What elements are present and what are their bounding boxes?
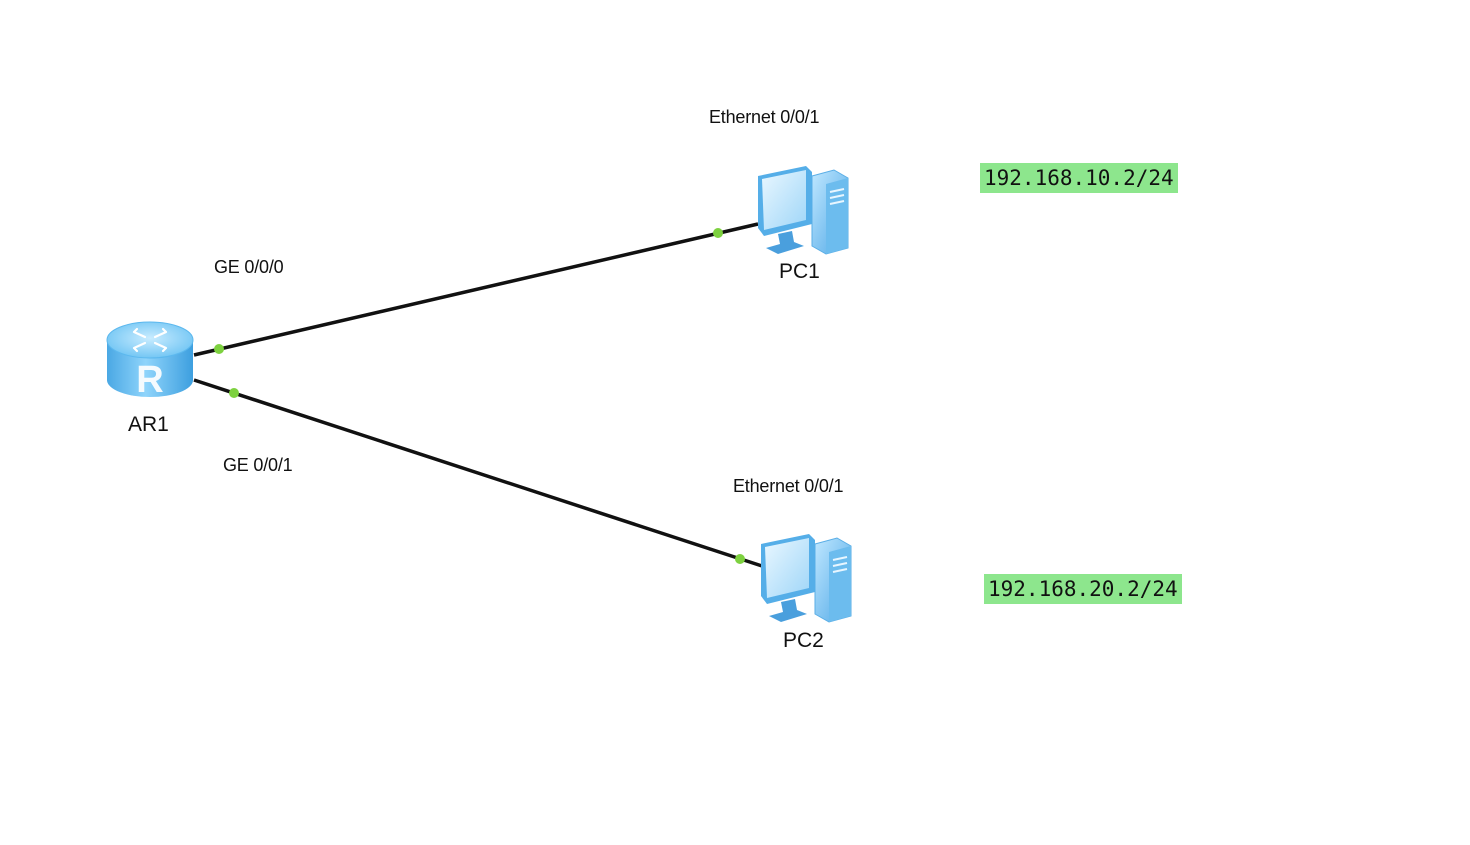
router-icon: R: [106, 321, 194, 401]
pc-icon: [758, 166, 849, 255]
port-label-ar1-ge000: GE 0/0/0: [214, 257, 284, 277]
device-label-pc2: PC2: [783, 629, 824, 652]
ip-label-pc2: 192.168.20.2/24: [984, 574, 1182, 604]
device-label-ar1: AR1: [128, 413, 169, 436]
port-dot-ar1-ge001: [229, 388, 239, 398]
pc1[interactable]: [752, 162, 850, 258]
device-label-pc1: PC1: [779, 260, 820, 283]
port-dot-pc2-eth001: [735, 554, 745, 564]
link-ar1-pc2[interactable]: [193, 378, 766, 569]
pc2[interactable]: [755, 530, 853, 626]
port-dot-ar1-ge000: [214, 344, 224, 354]
link-ar1-pc1[interactable]: [193, 222, 759, 357]
port-dot-pc1-eth001: [713, 228, 723, 238]
pc-icon: [761, 534, 852, 623]
port-label-pc1-eth001: Ethernet 0/0/1: [709, 107, 820, 127]
router-ar1[interactable]: R: [104, 318, 196, 402]
port-label-pc2-eth001: Ethernet 0/0/1: [733, 476, 844, 496]
svg-text:R: R: [136, 359, 163, 401]
port-label-ar1-ge001: GE 0/0/1: [223, 455, 293, 475]
ip-label-pc1: 192.168.10.2/24: [980, 163, 1178, 193]
